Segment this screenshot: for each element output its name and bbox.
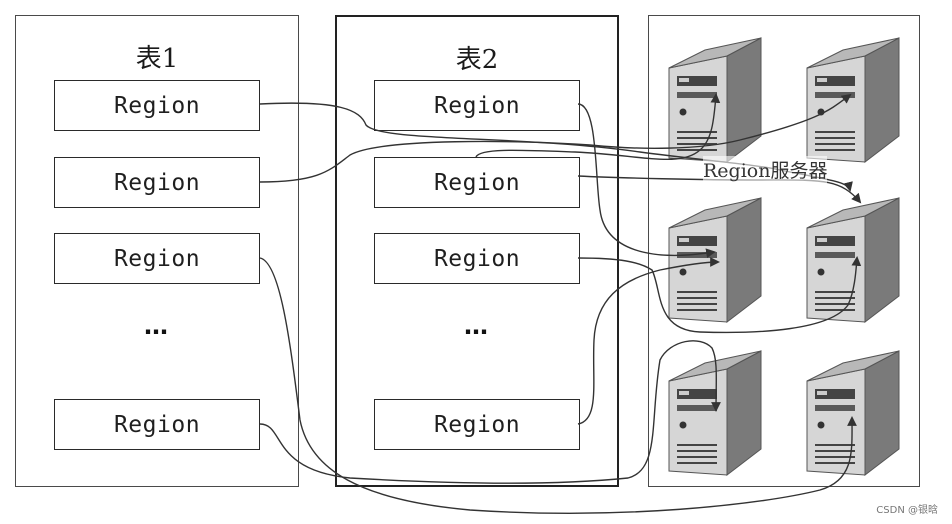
table2-ellipsis: … <box>464 312 490 340</box>
table1-region-3: Region <box>54 233 260 284</box>
server-icon <box>806 37 900 164</box>
table2-region-3: Region <box>374 233 580 284</box>
table2-title: 表2 <box>455 45 499 75</box>
table2-region-1: Region <box>374 80 580 131</box>
table1-title: 表1 <box>135 44 179 74</box>
table1-region-2: Region <box>54 157 260 208</box>
table1-region-4: Region <box>54 399 260 450</box>
table1-ellipsis: … <box>144 312 170 340</box>
region-server-label: Region服务器 <box>703 156 828 183</box>
table2-region-4: Region <box>374 399 580 450</box>
server-icon <box>668 350 762 477</box>
table1-region-1: Region <box>54 80 260 131</box>
server-icon <box>806 197 900 324</box>
server-icon <box>668 37 762 164</box>
server-icon <box>668 197 762 324</box>
server-icon <box>806 350 900 477</box>
watermark: CSDN @银晗 <box>876 505 938 516</box>
table2-region-2: Region <box>374 157 580 208</box>
